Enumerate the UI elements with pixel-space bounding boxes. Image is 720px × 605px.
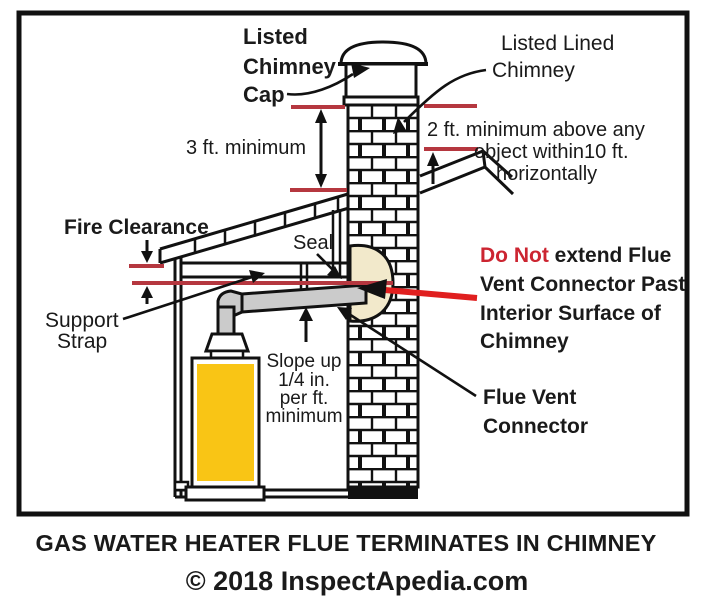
water-heater-pedestal	[184, 485, 266, 502]
roof-hatching	[193, 197, 340, 253]
do-not-rest: extend Flue	[549, 244, 672, 267]
adjacent-roof	[419, 149, 515, 196]
label-slope-up: per ft.	[280, 388, 329, 409]
vertical-flue-pipe	[216, 305, 236, 336]
label-listed-chimney-cap: Chimney	[243, 54, 337, 79]
leader-chimney-cap	[286, 63, 370, 96]
label-seal: Seal	[293, 232, 333, 254]
leader-lines	[122, 63, 487, 398]
arrow-slope-up	[299, 307, 313, 342]
label-listed-lined-chimney: Listed Lined	[501, 32, 614, 55]
page-title: GAS WATER HEATER FLUE TERMINATES IN CHIM…	[36, 530, 657, 556]
arrow-fire-clearance-down	[141, 240, 153, 263]
chimney-crown-plate	[342, 95, 420, 107]
label-slope-up: Slope up	[266, 351, 341, 372]
water-heater	[184, 332, 266, 502]
measurement-arrows	[141, 109, 439, 342]
label-listed-chimney-cap: Cap	[243, 82, 285, 107]
support-strap	[299, 263, 309, 291]
do-not-emphasis: Do Not	[480, 244, 549, 267]
leader-support-strap	[122, 270, 265, 321]
chimney-framing	[331, 209, 342, 277]
label-support-strap: Support	[45, 309, 119, 332]
label-2ft-minimum: 2 ft. minimum above any	[427, 119, 645, 141]
leader-lined-chimney	[393, 68, 487, 134]
do-not-arrow-shaft	[384, 287, 478, 301]
diagram-labels: Listed Chimney Cap Listed Lined Chimney …	[45, 24, 685, 438]
label-slope-up: 1/4 in.	[278, 370, 330, 391]
copyright-notice: © 2018 InspectApedia.com	[186, 566, 529, 596]
label-flue-vent-connector: Connector	[483, 415, 588, 438]
chimney-base	[348, 487, 418, 499]
do-not-arrow	[357, 279, 478, 301]
label-flue-vent-connector: Flue Vent	[483, 386, 576, 409]
arrow-fire-clearance-up	[141, 286, 153, 304]
leader-seal	[316, 253, 342, 279]
label-listed-chimney-cap: Listed	[243, 24, 308, 49]
label-do-not-warning: Vent Connector Past	[480, 273, 685, 296]
measurement-reference-lines	[129, 104, 478, 285]
label-listed-lined-chimney: Chimney	[492, 59, 575, 82]
arrow-2ft-minimum	[427, 152, 439, 184]
label-do-not-warning: Interior Surface of	[480, 302, 662, 325]
water-heater-tank-body	[197, 364, 254, 481]
roof-bottom-line	[159, 206, 350, 265]
label-3ft-minimum: 3 ft. minimum	[186, 137, 306, 159]
label-fire-clearance: Fire Clearance	[64, 216, 209, 239]
label-do-not-warning: Chimney	[480, 330, 569, 353]
chimney-cap-dome	[339, 40, 428, 66]
ceiling-band	[181, 261, 348, 279]
draft-hood	[203, 332, 251, 353]
arrow-3ft-minimum	[315, 109, 327, 188]
label-2ft-minimum: horizontally	[496, 163, 597, 185]
label-do-not-warning: Do Not extend Flue	[480, 244, 671, 267]
label-slope-up: minimum	[265, 406, 342, 427]
label-2ft-minimum: object within10 ft.	[474, 141, 629, 163]
leader-flue-vent-connector	[337, 307, 477, 398]
do-not-arrowhead	[357, 279, 387, 299]
left-wall	[173, 258, 183, 497]
label-support-strap: Strap	[57, 330, 107, 353]
